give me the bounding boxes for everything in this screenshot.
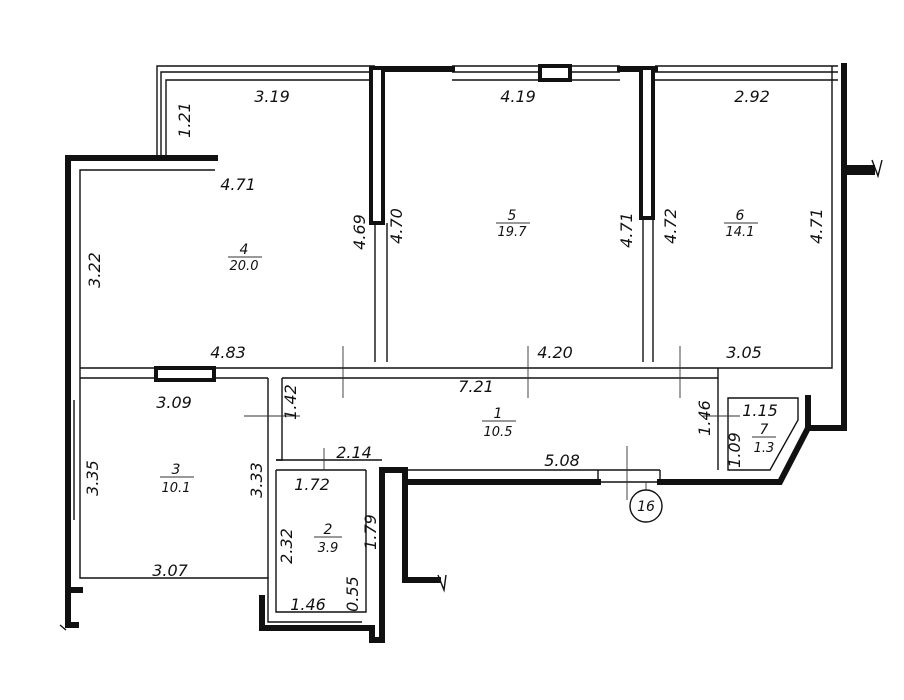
svg-text:14.1: 14.1 — [726, 225, 755, 240]
dim-r6-left: 4.72 — [661, 208, 680, 244]
wall-room2-inner — [275, 470, 367, 613]
balcony-frame-mid — [160, 71, 375, 158]
svg-text:3: 3 — [172, 462, 181, 478]
wall-room7 — [657, 423, 813, 485]
room-label-2: 2 3.9 — [314, 522, 342, 556]
dim-r3-left: 3.35 — [83, 460, 102, 496]
room-label-4: 4 20.0 — [228, 242, 262, 274]
partition-4-5-upper — [369, 66, 385, 225]
dim-r6-right: 4.71 — [807, 208, 826, 244]
svg-text:10.5: 10.5 — [484, 425, 513, 440]
wall-right-outer — [805, 63, 875, 431]
wall-room7-inner — [717, 368, 799, 471]
axis-marker: 16 — [629, 482, 663, 523]
svg-text:7: 7 — [760, 422, 769, 438]
room-labels: 4 20.0 5 19.7 6 14.1 1 10.5 3 10.1 2 3.9 — [160, 208, 776, 556]
svg-text:6: 6 — [736, 208, 745, 224]
svg-text:5: 5 — [508, 208, 517, 224]
wall-left-inner — [79, 169, 362, 623]
dim-r2-niche: 0.55 — [343, 576, 362, 612]
room-label-5: 5 19.7 — [496, 208, 530, 240]
room-label-3: 3 10.1 — [160, 462, 194, 496]
wall-top-r6-window — [655, 65, 838, 81]
dim-r5-right: 4.71 — [617, 212, 636, 248]
room-label-7: 7 1.3 — [752, 422, 776, 456]
walls — [59, 63, 883, 643]
dim-r6-bottom: 3.05 — [726, 343, 762, 362]
wall-top-r5-window — [452, 65, 620, 81]
svg-text:10.1: 10.1 — [162, 481, 191, 496]
entrance-door — [597, 469, 661, 483]
wall-bottom-room2 — [259, 467, 441, 643]
dim-r5-left: 4.70 — [387, 208, 406, 244]
dim-r1-top: 7.21 — [458, 377, 494, 396]
wall-right-inner — [718, 66, 833, 369]
dim-r4-balcony: 1.21 — [175, 102, 194, 138]
dim-r3-bottom: 3.07 — [152, 561, 188, 580]
svg-text:2: 2 — [324, 522, 333, 538]
dim-r1-left: 1.42 — [281, 384, 300, 420]
dim-r3-right: 3.33 — [247, 462, 266, 498]
svg-text:1.3: 1.3 — [754, 441, 775, 456]
dim-r2-left: 2.32 — [277, 528, 296, 564]
room-label-1: 1 10.5 — [482, 406, 516, 440]
svg-text:20.0: 20.0 — [230, 259, 259, 274]
dim-r4-bottom: 4.83 — [210, 343, 246, 362]
dim-r4-top: 3.19 — [254, 87, 290, 106]
dim-r2-bottom: 1.46 — [290, 595, 326, 614]
svg-text:19.7: 19.7 — [498, 225, 528, 240]
dim-r2-right: 1.79 — [361, 514, 380, 550]
dim-r4-inner-top: 4.71 — [220, 175, 256, 194]
dim-r5-bottom: 4.20 — [537, 343, 573, 362]
axis-marker-circle — [629, 489, 663, 523]
dim-r4-right: 4.69 — [350, 214, 369, 250]
dim-r6-top: 2.92 — [734, 87, 770, 106]
dim-r3-top: 3.09 — [156, 393, 192, 412]
dim-r7-side: 1.09 — [725, 432, 744, 468]
dim-r1-step: 2.14 — [336, 443, 372, 462]
partition-5-6-lower — [642, 218, 654, 362]
partition-4-5-lower — [374, 223, 388, 362]
svg-text:3.9: 3.9 — [318, 541, 339, 556]
dimension-ticks — [244, 346, 740, 500]
axis-marker-label: 16 — [637, 499, 655, 515]
door-pier-r3 — [154, 366, 216, 382]
balcony-frame-inner — [165, 79, 375, 158]
wall-r2-top — [276, 459, 382, 471]
dimension-labels: 3.19 1.21 4.71 3.22 4.69 4.83 4.19 4.70 … — [83, 87, 826, 614]
window-pier-top — [538, 64, 572, 82]
dim-r2-top: 1.72 — [294, 475, 330, 494]
dim-r5-top: 4.19 — [500, 87, 536, 106]
dim-r1-bottom: 5.08 — [544, 451, 580, 470]
exterior-break-marks — [59, 159, 883, 631]
svg-text:1: 1 — [494, 406, 503, 422]
wall-left-outer — [65, 155, 218, 628]
dim-r1-right: 1.46 — [695, 400, 714, 436]
partition-5-6-upper — [639, 66, 655, 220]
dim-r7-top: 1.15 — [742, 401, 778, 420]
svg-text:4: 4 — [240, 242, 249, 258]
room-label-6: 6 14.1 — [724, 208, 758, 240]
balcony-frame-outer — [156, 65, 375, 158]
dim-r4-left: 3.22 — [85, 252, 104, 288]
